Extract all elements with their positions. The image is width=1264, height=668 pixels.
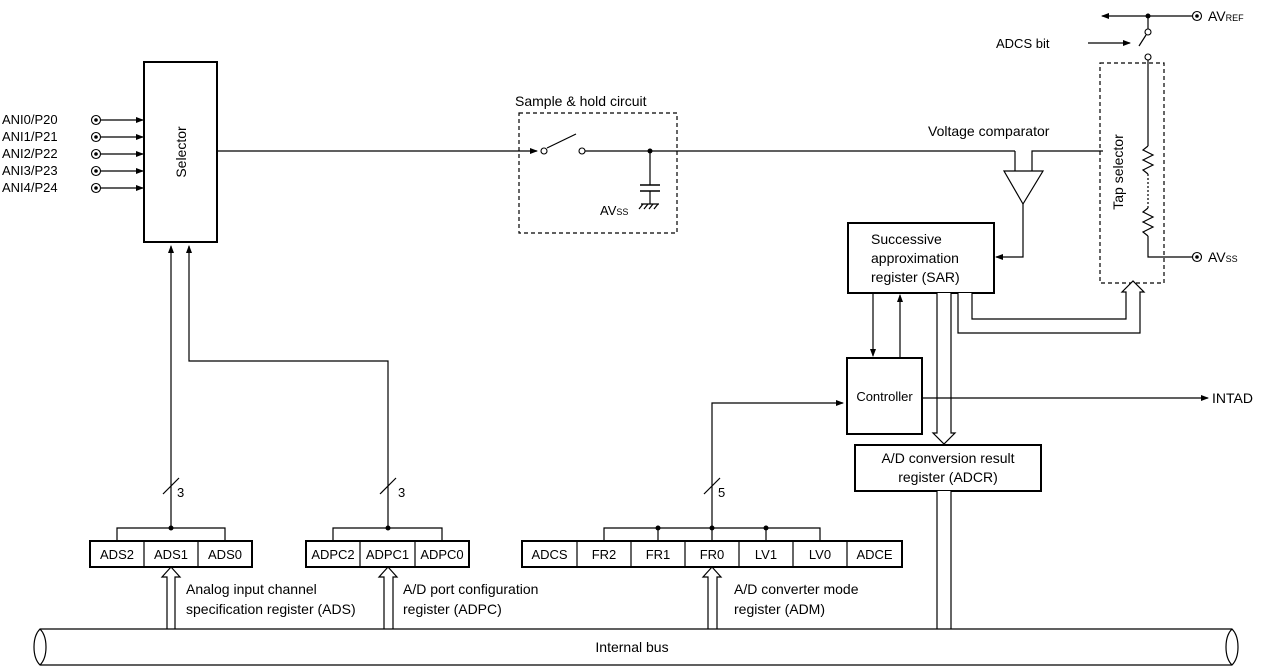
adm-bit-adce: ADCE (856, 547, 892, 562)
adcr-label-line2: register (ADCR) (898, 469, 998, 485)
ads-bit-ads2: ADS2 (100, 547, 134, 562)
comparator-to-sar (995, 204, 1024, 260)
ads-bus-width-slash (162, 477, 180, 495)
adm-register: ADCS FR2 FR1 FR0 LV1 LV0 ADCE (521, 540, 903, 568)
sar-label-line3: register (SAR) (871, 269, 960, 285)
adm-bus-width: 5 (718, 485, 725, 500)
adcr-label-line1: A/D conversion result (881, 450, 1014, 466)
ground-icon (638, 203, 659, 210)
sar-block (847, 222, 995, 294)
input-pin-icons (90, 114, 102, 194)
input-label-ani4: ANI4/P24 (2, 180, 58, 195)
controller-block (846, 357, 923, 435)
adm-bit-lv0: LV0 (809, 547, 831, 562)
ads-bus-width: 3 (177, 485, 184, 500)
sample-hold-avss-label: AVSS (600, 203, 628, 218)
adcs-bit-label: ADCS bit (996, 36, 1050, 51)
adpc-caption-line1: A/D port configuration (403, 581, 538, 597)
sample-hold-label: Sample & hold circuit (515, 93, 647, 109)
adcs-switch-icon (1138, 28, 1152, 61)
ads-bit-ads0: ADS0 (208, 547, 242, 562)
tap-selector-label: Tap selector (1110, 134, 1126, 210)
sar-to-adcr-bus (931, 293, 957, 445)
adm-bit-fr0: FR0 (700, 547, 725, 562)
resistor-ladder-icon (1141, 145, 1192, 258)
avref-label: AVREF (1208, 8, 1244, 24)
controller-label: Controller (856, 389, 913, 404)
adpc-bit-adpc1: ADPC1 (366, 547, 409, 562)
adm-to-controller-line (711, 400, 844, 528)
adpc-bit-adpc0: ADPC0 (420, 547, 463, 562)
adm-bit-fr2: FR2 (592, 547, 617, 562)
input-arrows (101, 117, 144, 191)
adpc-bus-width: 3 (398, 485, 405, 500)
adm-bit-fr1: FR1 (646, 547, 671, 562)
internal-bus-label: Internal bus (595, 639, 668, 655)
adcr-block (854, 444, 1042, 492)
sar-to-tap-bus (957, 280, 1146, 334)
adpc-bus-width-slash (379, 477, 397, 495)
ads-caption-line1: Analog input channel (186, 581, 317, 597)
adm-bit-adcs: ADCS (531, 547, 567, 562)
selector-label: Selector (173, 126, 189, 178)
ads-register: ADS2 ADS1 ADS0 (89, 540, 253, 568)
adpc-bit-adpc2: ADPC2 (311, 547, 354, 562)
comparator-input-b (1031, 150, 1103, 171)
selector-block (143, 61, 218, 243)
sample-hold-circuit (518, 112, 678, 234)
input-label-ani0: ANI0/P20 (2, 112, 58, 127)
sar-label-line1: Successive (871, 231, 942, 247)
ads-bit-ads1: ADS1 (154, 547, 188, 562)
adm-bit-lv1: LV1 (755, 547, 777, 562)
sar-label-line2: approximation (871, 250, 959, 266)
comparator-triangle (1002, 170, 1045, 206)
adm-caption-line2: register (ADM) (734, 601, 825, 617)
intad-label: INTAD (1212, 390, 1253, 406)
capacitor-icon (640, 151, 660, 204)
adcr-to-bus (931, 491, 957, 652)
voltage-comparator-label: Voltage comparator (928, 123, 1050, 139)
adm-caption-line1: A/D converter mode (734, 581, 859, 597)
adpc-register: ADPC2 ADPC1 ADPC0 (305, 540, 470, 568)
input-label-ani3: ANI3/P23 (2, 163, 58, 178)
adm-bus-width-slash (703, 477, 721, 495)
adpc-to-selector-line (186, 245, 389, 528)
avss-label: AVSS (1208, 249, 1238, 265)
input-label-ani2: ANI2/P22 (2, 146, 58, 161)
input-label-ani1: ANI1/P21 (2, 129, 58, 144)
analog-input-pins: ANI0/P20 ANI1/P21 ANI2/P22 ANI3/P23 ANI4… (2, 112, 144, 195)
sample-switch-icon (540, 133, 586, 155)
adpc-caption-line2: register (ADPC) (403, 601, 502, 617)
ads-caption-line2: specification register (ADS) (186, 601, 356, 617)
